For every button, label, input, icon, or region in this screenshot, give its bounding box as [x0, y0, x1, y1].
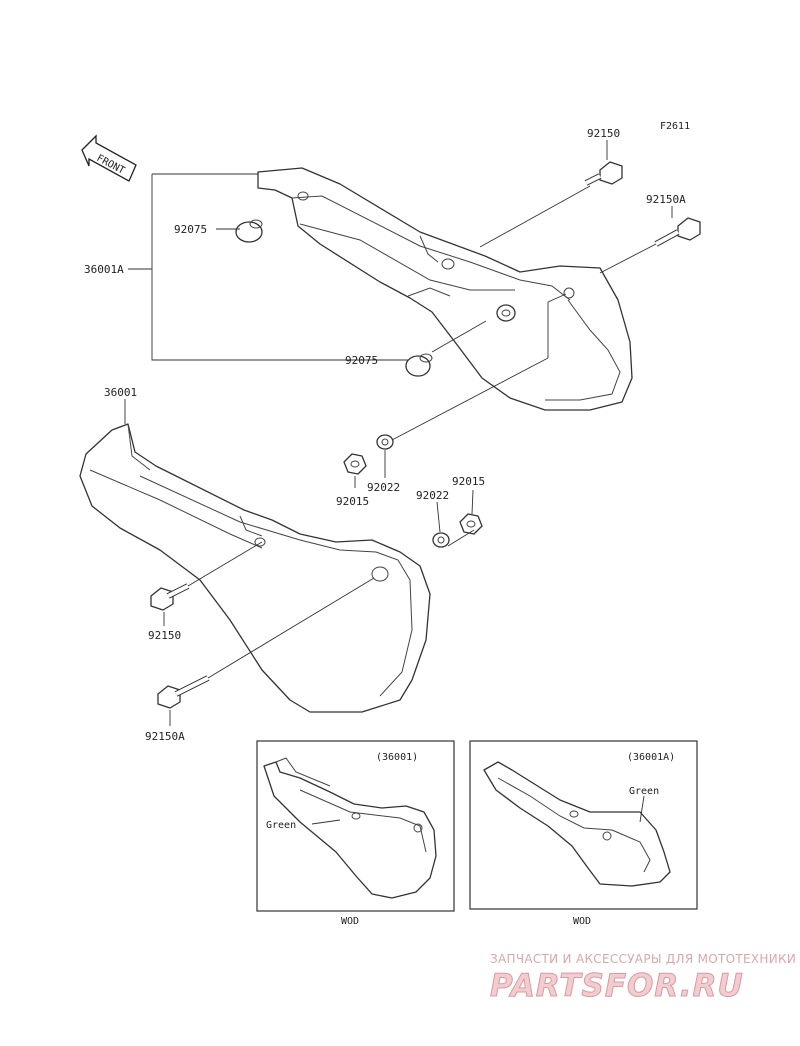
side-cover-36001 [79, 423, 431, 713]
watermark-brand: PARTSFOR.RU [490, 968, 744, 1004]
inset-right-color: Green [629, 786, 659, 797]
leader-lines [124, 140, 673, 726]
callout-92015-right: 92015 [452, 475, 485, 488]
callout-92075-upper: 92075 [174, 223, 207, 236]
inset-36001A: (36001A) Green [469, 740, 698, 910]
callout-92022-left: 92022 [367, 481, 400, 494]
callout-36001: 36001 [104, 386, 137, 399]
callout-92150A-lower: 92150A [145, 730, 185, 743]
side-cover-36001A [257, 167, 633, 411]
bolt-92150-upper-icon [584, 161, 623, 186]
bolt-92150A-upper-icon [654, 217, 701, 247]
nut-92015-right-icon [459, 513, 483, 535]
callout-92015-left: 92015 [336, 495, 369, 508]
inset-right-model: WOD [573, 916, 591, 927]
bolt-92150-lower-icon [150, 583, 190, 611]
bolt-92150A-lower-icon [157, 675, 210, 709]
nut-92015-left-icon [343, 453, 367, 475]
callout-92075-lower: 92075 [345, 354, 378, 367]
grommet-icon [496, 304, 516, 322]
figure-code: F2611 [660, 121, 690, 132]
inset-left-model: WOD [341, 916, 359, 927]
callout-92150-upper: 92150 [587, 127, 620, 140]
callout-92022-right: 92022 [416, 489, 449, 502]
inset-left-part-ref: (36001) [376, 752, 418, 763]
front-arrow-icon: FRONT [81, 134, 137, 182]
cap-92075-upper-icon [235, 219, 263, 243]
callout-92150-lower: 92150 [148, 629, 181, 642]
washer-92022-left-icon [376, 434, 394, 450]
callout-36001A: 36001A [84, 263, 124, 276]
inset-right-part-ref: (36001A) [627, 752, 675, 763]
inset-left-color: Green [266, 820, 296, 831]
washer-92022-right-icon [432, 532, 450, 548]
callout-92150A-upper: 92150A [646, 193, 686, 206]
cap-92075-lower-icon [405, 353, 433, 377]
watermark-tagline: ЗАПЧАСТИ И АКСЕССУАРЫ ДЛЯ МОТОТЕХНИКИ [490, 952, 796, 966]
inset-36001: (36001) Green [256, 740, 455, 912]
